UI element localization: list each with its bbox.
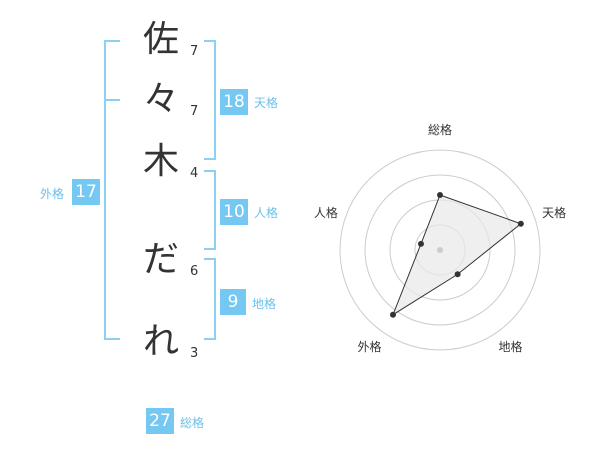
chikaku-bracket-bottom [204, 338, 216, 340]
stroke-count-1: 7 [190, 44, 199, 59]
gaikaku-label: 外格 [40, 187, 65, 201]
stroke-count-5: 3 [190, 346, 199, 361]
radar-axis-label-4: 人格 [314, 205, 338, 220]
jinkaku-bracket-bottom [204, 248, 216, 250]
name-char-3: 木 [142, 141, 179, 182]
stroke-count-2: 7 [190, 104, 199, 119]
radar-ring-4 [339, 149, 541, 351]
radar-center [437, 247, 443, 253]
tenkaku-bracket-bottom [204, 158, 216, 160]
name-char-1: 佐 [142, 19, 179, 60]
radar-point-1 [517, 220, 524, 227]
gaikaku-bracket-top [104, 40, 120, 42]
radar-polygon [391, 194, 522, 316]
radar-axis-label-0: 総格 [428, 122, 452, 137]
jinkaku-bracket-top [204, 170, 216, 172]
gaikaku-bracket [104, 40, 106, 340]
jinkaku-value: 10 [220, 199, 248, 225]
gaikaku-bracket-mid [104, 99, 120, 101]
gaikaku-bracket-bottom [104, 338, 120, 340]
gaikaku-value: 17 [72, 179, 100, 205]
name-char-4: だ [142, 239, 179, 280]
chikaku-bracket [214, 258, 216, 340]
radar-ring-3 [364, 174, 516, 326]
radar-axis-label-1: 天格 [542, 205, 566, 220]
chikaku-value: 9 [220, 289, 246, 315]
name-char-2: 々 [142, 79, 179, 120]
tenkaku-bracket [214, 40, 216, 160]
jinkaku-label: 人格 [254, 206, 279, 220]
radar-axis-label-3: 外格 [357, 339, 381, 354]
tenkaku-value: 18 [220, 89, 248, 115]
soukaku-value: 27 [146, 408, 174, 434]
soukaku-label: 総格 [180, 416, 205, 430]
stroke-count-3: 4 [190, 166, 199, 181]
radar-point-3 [389, 311, 396, 318]
name-char-5: れ [142, 321, 179, 362]
jinkaku-bracket [214, 170, 216, 250]
radar-point-2 [454, 271, 461, 278]
tenkaku-bracket-top [204, 40, 216, 42]
chikaku-label: 地格 [252, 297, 277, 311]
chikaku-bracket-top [204, 258, 216, 260]
radar-point-0 [437, 192, 443, 198]
stroke-count-4: 6 [190, 264, 199, 279]
tenkaku-label: 天格 [254, 96, 279, 110]
radar-axis-label-2: 地格 [499, 339, 523, 354]
radar-point-4 [417, 240, 424, 247]
